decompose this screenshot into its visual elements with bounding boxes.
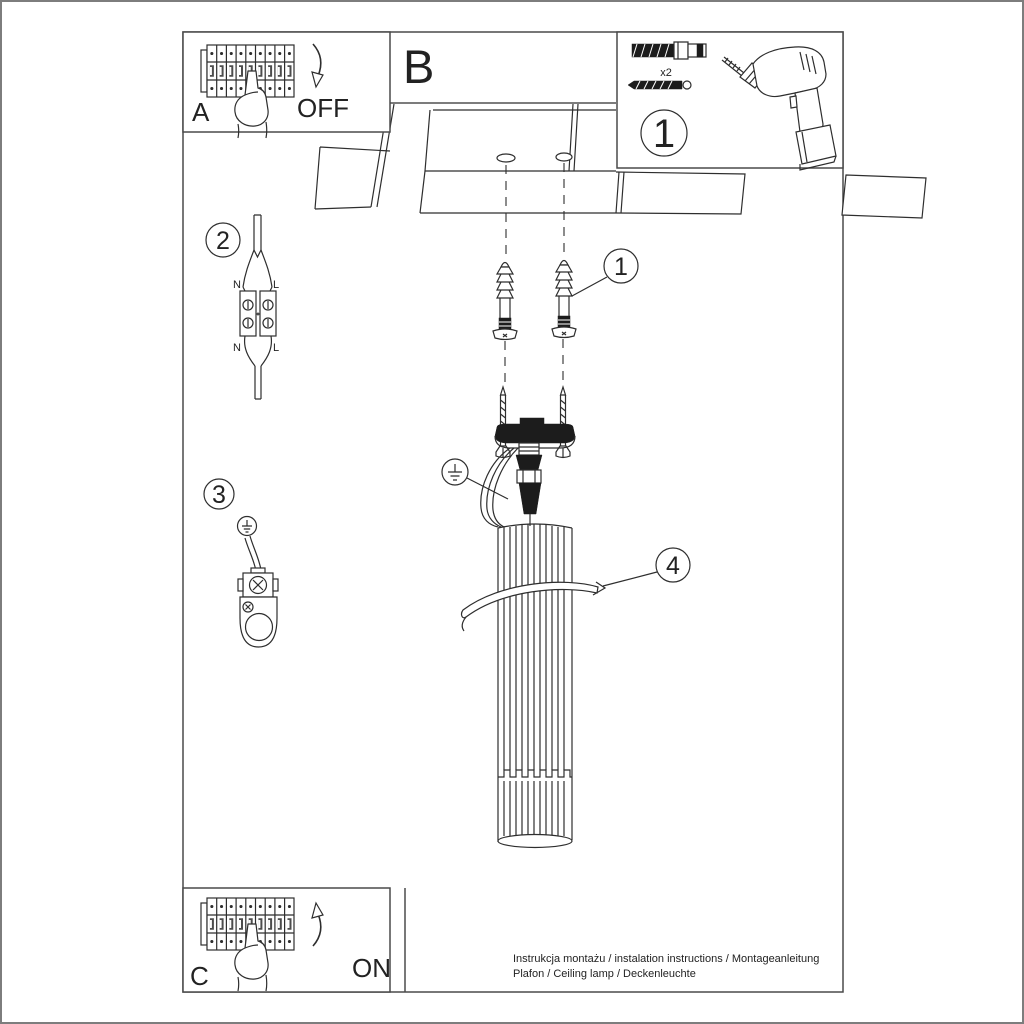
callout-2-circle bbox=[205, 222, 241, 258]
parts-box-number-circle bbox=[640, 109, 688, 157]
footer: Instrukcja montażu / instalation instruc… bbox=[513, 953, 819, 980]
ground-leader bbox=[466, 477, 509, 500]
step-a-label: A bbox=[192, 97, 210, 127]
mounting-assembly bbox=[441, 384, 576, 528]
arrow-down-icon bbox=[311, 43, 324, 89]
step-c-box: C ON bbox=[182, 887, 391, 992]
step-c-label: C bbox=[190, 961, 209, 991]
ceiling-hole-left bbox=[496, 153, 516, 163]
label-live-top: L bbox=[273, 279, 279, 291]
wire-connector-stack bbox=[515, 442, 543, 526]
shade-bottom-rim bbox=[497, 833, 573, 849]
ground-step-diagram: 3 bbox=[203, 478, 279, 648]
parts-box: x2 1 bbox=[616, 31, 844, 171]
ground-symbol-callout bbox=[441, 458, 509, 500]
wall-plug-icon bbox=[631, 41, 707, 60]
wall-anchors: 1 bbox=[492, 248, 639, 341]
terminal-block-left bbox=[239, 290, 257, 337]
label-neutral-top: N bbox=[233, 279, 241, 291]
mounting-bracket bbox=[239, 596, 278, 648]
callout-ground-number: 3 bbox=[212, 481, 226, 509]
wall-anchor-icon bbox=[551, 259, 577, 339]
screw-icon bbox=[627, 80, 692, 90]
ceiling-drawing bbox=[314, 102, 927, 219]
callout-shade-number: 4 bbox=[666, 552, 680, 580]
ceiling-hole-right bbox=[555, 152, 573, 162]
label-neutral-bottom: N bbox=[233, 342, 241, 354]
wall-anchor-icon bbox=[492, 261, 518, 341]
shade-seam bbox=[498, 769, 572, 778]
callout-1-circle bbox=[603, 248, 639, 284]
mounting-screw-icon bbox=[555, 384, 571, 459]
footer-line2: Plafon / Ceiling lamp / Deckenleuchte bbox=[513, 968, 696, 980]
arrow-up-icon bbox=[311, 901, 324, 947]
callout-anchors-number: 1 bbox=[614, 253, 628, 281]
parts-box-number: 1 bbox=[653, 112, 675, 156]
quantity-label: x2 bbox=[660, 67, 672, 79]
footer-line1: Instrukcja montażu / instalation instruc… bbox=[513, 953, 819, 965]
step-c-caption: ON bbox=[352, 953, 391, 983]
slide-arrow bbox=[460, 581, 607, 632]
lamp-body: 4 bbox=[460, 523, 691, 849]
label-live-bottom: L bbox=[273, 342, 279, 354]
wiring-diagram: 2 N L N L bbox=[205, 214, 279, 400]
hanging-wires bbox=[480, 447, 519, 528]
step-a-caption: OFF bbox=[297, 93, 349, 123]
alignment-guides bbox=[504, 163, 565, 384]
terminal-block-right bbox=[259, 290, 277, 337]
callout-4-circle bbox=[655, 547, 691, 583]
drill-icon bbox=[721, 46, 837, 171]
step-b-label: B bbox=[403, 40, 434, 93]
step-a-box: A OFF bbox=[182, 31, 391, 138]
callout-terminal-number: 2 bbox=[216, 227, 230, 255]
callout-4-leader bbox=[602, 571, 658, 587]
callout-3-circle bbox=[203, 478, 235, 510]
mounting-plate bbox=[494, 423, 576, 444]
main-drawing-frame bbox=[182, 31, 844, 993]
callout-1-leader bbox=[571, 276, 608, 297]
